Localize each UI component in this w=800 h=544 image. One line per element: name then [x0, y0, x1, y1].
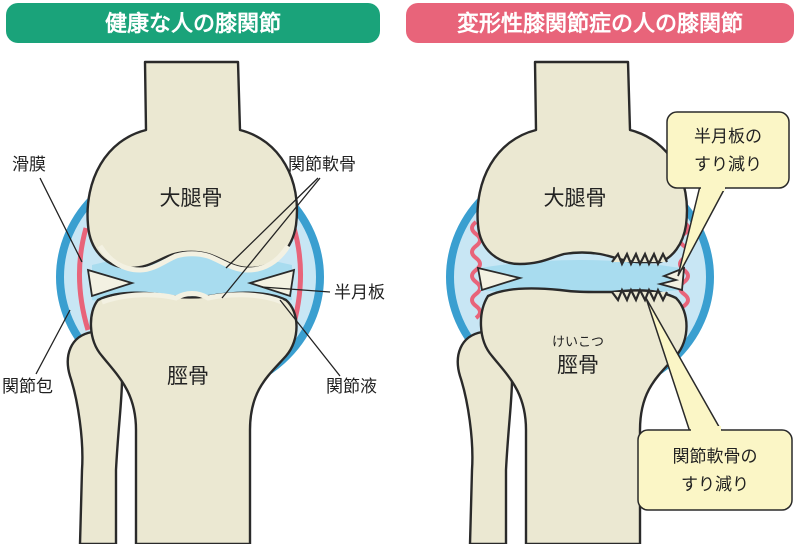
healthy-tibia-cartilage	[101, 291, 283, 305]
oa-knee: 大腿骨 けいこつ 脛骨 半月板の すり減り 関節軟骨の すり減り	[446, 60, 793, 544]
label-articular-cartilage: 関節軟骨	[288, 155, 356, 175]
oa-femur	[476, 60, 689, 266]
callout-meniscus-wear-joint	[701, 183, 725, 191]
healthy-synovium-left	[76, 227, 91, 331]
callout-meniscus-wear-box	[666, 111, 790, 189]
oa-femur-label: 大腿骨	[544, 186, 607, 210]
oa-tibia-reading: けいこつ	[552, 335, 604, 350]
leader-synovium	[39, 177, 83, 263]
oa-tibia	[479, 287, 688, 544]
healthy-meniscus-left	[86, 268, 136, 298]
leader-articular-cartilage-1	[225, 177, 319, 269]
leader-synovial-fluid	[279, 299, 341, 377]
oa-tibia-label: 脛骨	[557, 353, 599, 377]
callout-meniscus-wear-line1: 半月板の	[694, 127, 762, 147]
label-meniscus: 半月板	[334, 283, 385, 303]
callout-meniscus-wear-line2: すり減り	[694, 155, 762, 175]
oa-femur-worn-surface	[611, 251, 668, 267]
oa-header: 変形性膝関節症の人の膝関節	[406, 3, 794, 43]
leader-joint-capsule	[35, 309, 71, 375]
label-synovial-fluid: 関節液	[326, 377, 377, 397]
healthy-femur-label: 大腿骨	[160, 186, 223, 210]
healthy-header-bg	[6, 3, 380, 43]
healthy-knee: 大腿骨 脛骨 滑膜 関節包 関節軟骨 半月板 関節液	[2, 60, 385, 544]
oa-meniscus-left	[476, 266, 524, 292]
callout-cartilage-wear-line1: 関節軟骨の	[673, 447, 758, 467]
callout-cartilage-wear-box	[637, 429, 793, 511]
callout-meniscus-wear: 半月板の すり減り	[666, 111, 790, 277]
label-synovium: 滑膜	[12, 155, 46, 175]
healthy-header: 健康な人の膝関節	[6, 3, 380, 43]
healthy-femur	[86, 60, 299, 270]
callout-cartilage-wear-line2: すり減り	[681, 475, 749, 495]
leader-articular-cartilage-2	[221, 177, 321, 299]
healthy-header-title: 健康な人の膝関節	[105, 11, 281, 37]
healthy-tibia	[89, 291, 298, 544]
callout-cartilage-wear-joint	[691, 426, 721, 434]
oa-synovium-left	[470, 220, 482, 320]
healthy-meniscus-right	[246, 268, 296, 298]
oa-header-title: 変形性膝関節症の人の膝関節	[457, 11, 743, 37]
leader-meniscus	[261, 286, 331, 293]
healthy-femur-cartilage	[97, 244, 291, 273]
oa-tibia-worn-surface	[611, 287, 668, 303]
healthy-tibia-label: 脛骨	[167, 364, 209, 388]
label-joint-capsule: 関節包	[2, 377, 53, 397]
oa-header-bg	[406, 3, 794, 43]
oa-joint-fluid	[480, 260, 680, 295]
callout-cartilage-wear: 関節軟骨の すり減り	[637, 297, 793, 511]
